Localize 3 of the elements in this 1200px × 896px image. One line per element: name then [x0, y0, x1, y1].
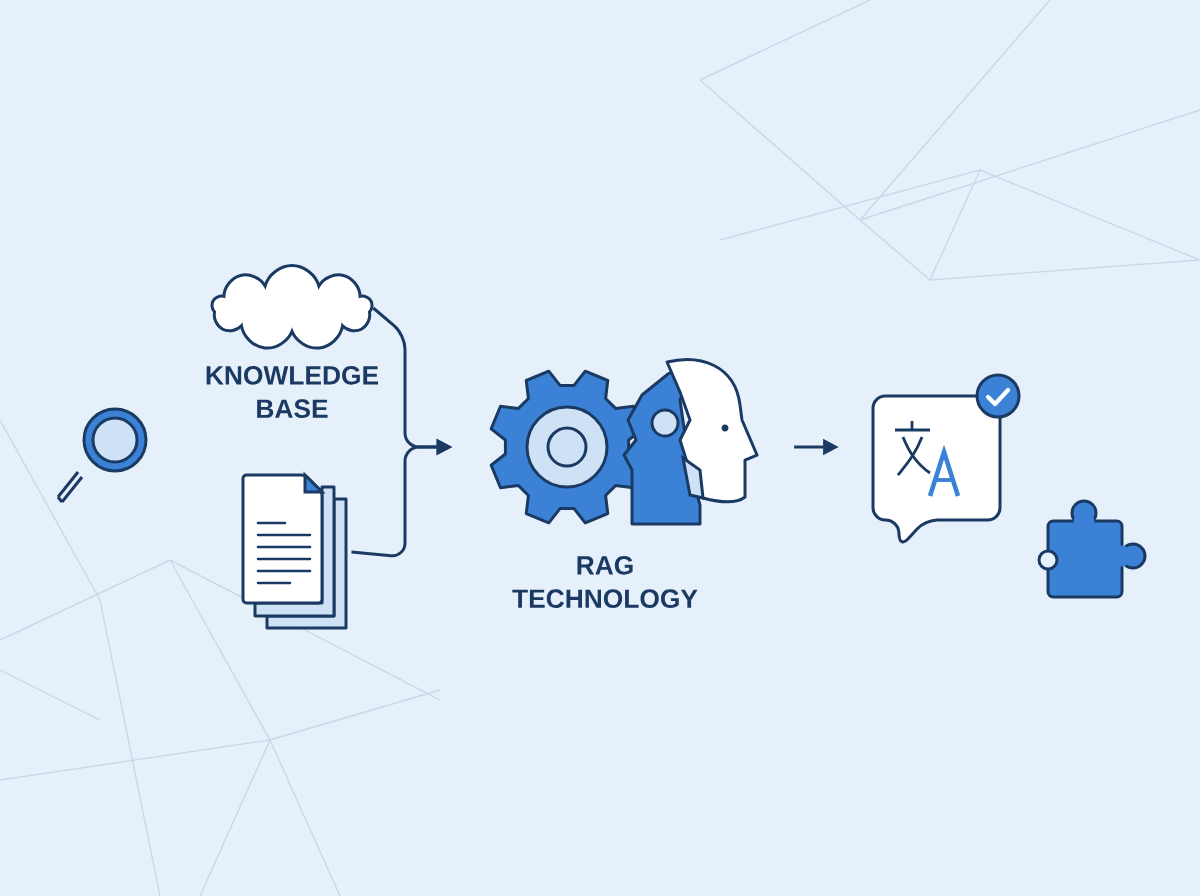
translation-bubble-drawing: [871, 373, 1021, 544]
node-label: KNOWLEDGE BASE: [206, 366, 379, 418]
node-label: RAG TECHNOLOGY: [512, 556, 698, 608]
